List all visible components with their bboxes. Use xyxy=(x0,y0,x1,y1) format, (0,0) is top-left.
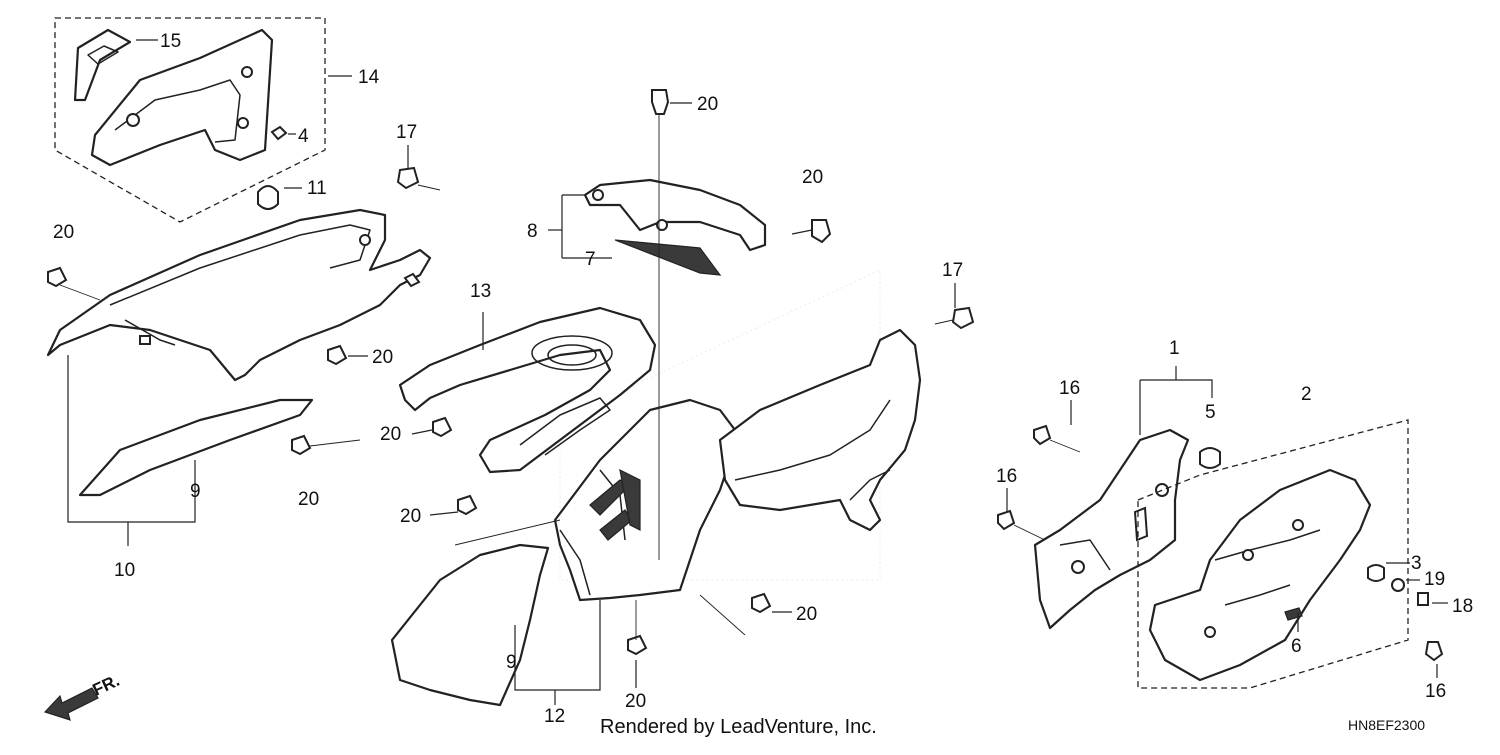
part-13-center-cover xyxy=(398,306,657,474)
callout-4: 4 xyxy=(298,126,309,147)
callout-2: 2 xyxy=(1301,384,1312,405)
clips xyxy=(47,89,1081,688)
part-8-bracket xyxy=(583,178,767,252)
callout-20i: 20 xyxy=(625,691,646,712)
callout-19: 19 xyxy=(1424,569,1445,590)
callout-13: 13 xyxy=(470,281,491,302)
callout-16a: 16 xyxy=(1059,378,1080,399)
part-9-left-strip xyxy=(67,355,314,546)
callout-17a: 17 xyxy=(396,122,417,143)
front-direction-arrow xyxy=(43,687,99,721)
part-9-lower-strip xyxy=(390,543,601,707)
callout-1: 1 xyxy=(1169,338,1180,359)
callout-16b: 16 xyxy=(996,466,1017,487)
right-fasteners xyxy=(1367,562,1448,678)
part-1-bracket xyxy=(1033,366,1221,630)
callout-9b: 9 xyxy=(506,652,517,673)
callout-20e: 20 xyxy=(380,424,401,445)
left-side-cover xyxy=(46,208,432,382)
part-11-grommet xyxy=(257,185,302,210)
part-7-pad xyxy=(548,194,722,276)
callout-20g: 20 xyxy=(400,506,421,527)
diagram-code: HN8EF2300 xyxy=(1348,717,1425,733)
callout-14: 14 xyxy=(358,67,380,88)
right-upper-cover xyxy=(718,328,922,532)
callout-20b: 20 xyxy=(802,167,823,188)
callout-5: 5 xyxy=(1205,402,1216,423)
callout-18: 18 xyxy=(1452,596,1473,617)
callout-labels: 1 2 3 4 5 6 7 8 9 9 10 11 12 13 14 15 16… xyxy=(53,31,1473,727)
callout-8: 8 xyxy=(527,221,538,242)
part-2-panel xyxy=(1137,419,1409,689)
callout-20f: 20 xyxy=(298,489,319,510)
callout-20d: 20 xyxy=(372,347,393,368)
callout-20a: 20 xyxy=(697,94,718,115)
callout-20h: 20 xyxy=(796,604,817,625)
callout-12: 12 xyxy=(544,706,565,727)
callout-15: 15 xyxy=(160,31,181,52)
callout-10: 10 xyxy=(114,560,135,581)
callout-7: 7 xyxy=(585,249,596,270)
callout-16c: 16 xyxy=(1425,681,1446,702)
footer-text: Rendered by LeadVenture, Inc. xyxy=(600,716,877,738)
part-14-group xyxy=(54,17,352,223)
callout-3: 3 xyxy=(1411,553,1422,574)
callout-9a: 9 xyxy=(190,481,201,502)
callout-17b: 17 xyxy=(942,260,963,281)
callout-20c: 20 xyxy=(53,222,74,243)
callout-11: 11 xyxy=(307,178,327,199)
center-front-cowl xyxy=(553,398,737,602)
callout-6: 6 xyxy=(1291,636,1302,657)
